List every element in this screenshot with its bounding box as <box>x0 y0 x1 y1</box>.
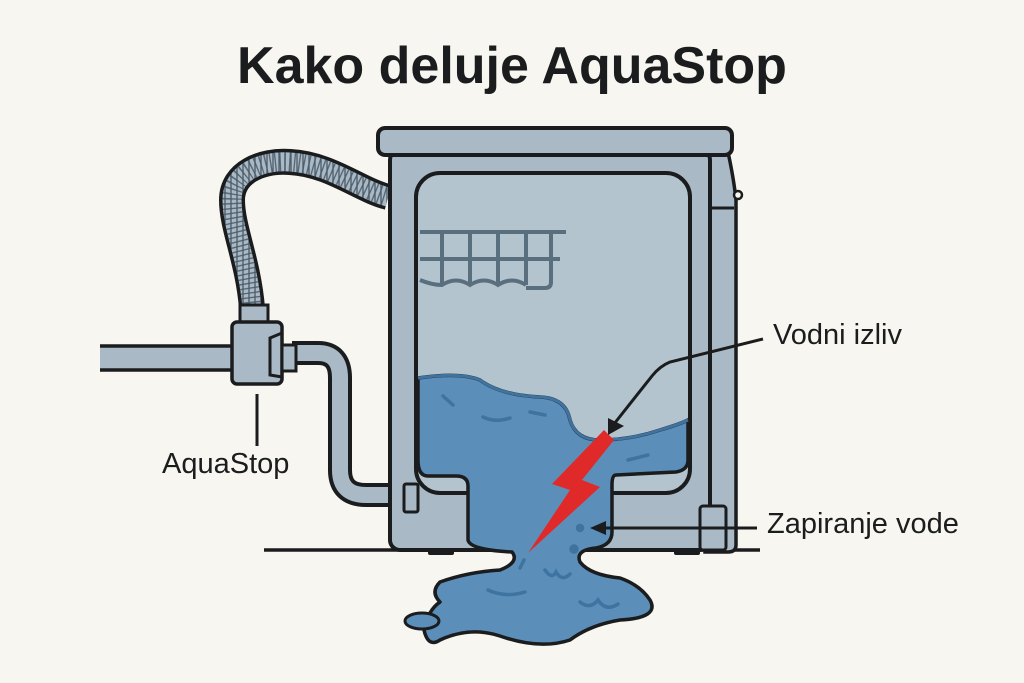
label-water-shutoff: Zapiranje vode <box>767 508 959 540</box>
water-ripples <box>441 394 650 609</box>
water-drop <box>403 611 441 631</box>
drain-pipe <box>292 341 412 507</box>
label-aquastop: AquaStop <box>162 448 290 480</box>
aquastop-valve-icon <box>230 303 298 386</box>
dish-rack-icon <box>419 230 566 290</box>
water-inside <box>416 373 690 646</box>
water-supply-pipe <box>100 344 234 372</box>
leak-leader-arrow <box>608 337 764 435</box>
diagram-title: Kako deluje AquaStop <box>237 37 787 95</box>
lightning-crack-icon <box>528 430 614 553</box>
corrugated-hose-icon <box>218 148 392 310</box>
shutoff-leader-arrow <box>590 521 757 535</box>
label-water-leak: Vodni izliv <box>773 319 902 351</box>
